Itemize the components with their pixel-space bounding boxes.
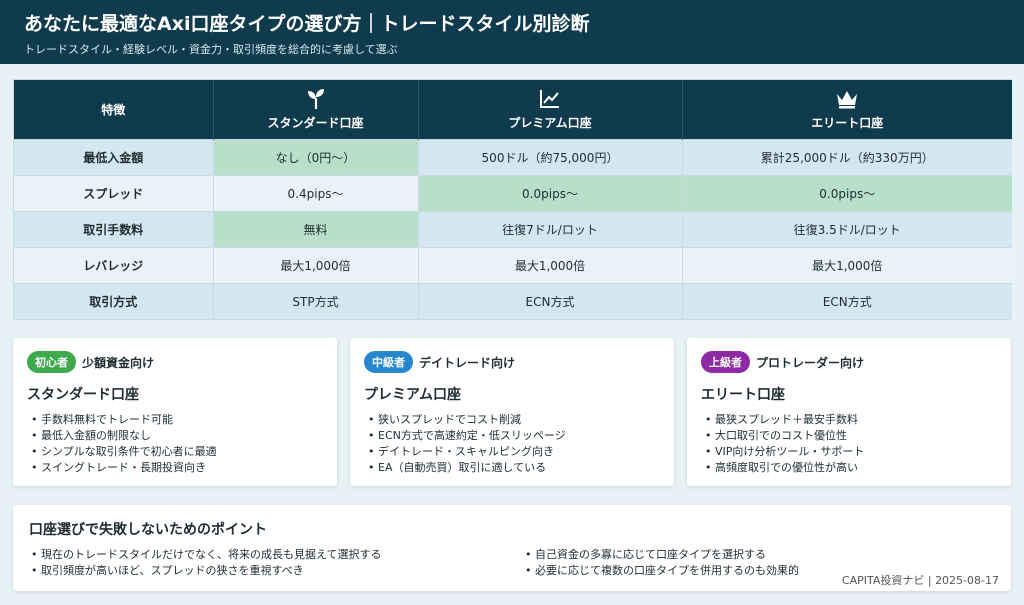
list-item: 高頻度取引での優位性が高い [705, 460, 997, 476]
cell-premium: 0.0pips〜 [418, 174, 683, 211]
list-item: 大口取引でのコスト優位性 [705, 428, 997, 444]
list-item: EA（自動売買）取引に適している [368, 460, 660, 476]
cell-premium: ECN方式 [418, 282, 683, 319]
cell-standard: 0.4pips〜 [213, 174, 419, 211]
cell-feature: レバレッジ [14, 246, 214, 283]
card-target: 少額資金向け [82, 355, 155, 370]
card-title: プレミアム口座 [364, 387, 462, 403]
cell-premium: 500ドル（約75,000円） [418, 138, 683, 175]
header-premium-label: プレミアム口座 [508, 115, 592, 130]
header-elite-label: エリート口座 [811, 115, 884, 130]
list-item: 現在のトレードスタイルだけでなく、将来の成長も見据えて選択する [31, 547, 381, 563]
card-elite: 上級者 プロトレーダー向け エリート口座 最狭スプレッド＋最安手数料 大口取引で… [687, 338, 1011, 486]
table-row: 取引方式 STP方式 ECN方式 ECN方式 [14, 282, 1012, 319]
cell-feature: 最低入金額 [14, 138, 214, 175]
card-standard: 初心者 少額資金向け スタンダード口座 手数料無料でトレード可能 最低入金額の制… [13, 338, 337, 486]
list-item: 自己資金の多寡に応じて口座タイプを選択する [525, 547, 799, 563]
header-elite: エリート口座 [682, 80, 1012, 139]
table-row: 取引手数料 無料 往復7ドル/ロット 往復3.5ドル/ロット [14, 210, 1012, 247]
page-title: あなたに最適なAxi口座タイプの選び方｜トレードスタイル別診断 [24, 13, 590, 35]
card-list: 手数料無料でトレード可能 最低入金額の制限なし シンプルな取引条件で初心者に最適… [27, 412, 323, 476]
cell-premium: 往復7ドル/ロット [418, 210, 683, 247]
header-standard: スタンダード口座 [213, 80, 419, 139]
list-item: 狭いスプレッドでコスト削減 [368, 412, 660, 428]
crown-icon [683, 88, 1013, 110]
tips-list-right: 自己資金の多寡に応じて口座タイプを選択する 必要に応じて複数の口座タイプを併用す… [525, 547, 799, 579]
table-row: レバレッジ 最大1,000倍 最大1,000倍 最大1,000倍 [14, 246, 1012, 283]
list-item: 最低入金額の制限なし [31, 428, 323, 444]
level-badge: 中級者 [364, 351, 413, 373]
card-premium: 中級者 デイトレード向け プレミアム口座 狭いスプレッドでコスト削減 ECN方式… [350, 338, 674, 486]
comparison-table: 特徴 スタンダード口座 プレミアム口座 [13, 79, 1012, 320]
list-item: VIP向け分析ツール・サポート [705, 444, 997, 460]
cell-feature: 取引手数料 [14, 210, 214, 247]
cell-elite: 往復3.5ドル/ロット [682, 210, 1012, 247]
chart-line-icon [419, 88, 682, 110]
page-subtitle: トレードスタイル・経験レベル・資金力・取引頻度を総合的に考慮して選ぶ [24, 43, 398, 56]
list-item: スイングトレード・長期投資向き [31, 460, 323, 476]
list-item: 取引頻度が高いほど、スプレッドの狭さを重視すべき [31, 563, 381, 579]
tips-list-left: 現在のトレードスタイルだけでなく、将来の成長も見据えて選択する 取引頻度が高いほ… [31, 547, 381, 579]
sprout-icon [214, 88, 418, 110]
card-title: スタンダード口座 [27, 387, 139, 403]
level-badge: 上級者 [701, 351, 750, 373]
card-title: エリート口座 [701, 387, 785, 403]
list-item: デイトレード・スキャルピング向き [368, 444, 660, 460]
header-premium: プレミアム口座 [418, 80, 683, 139]
cell-premium: 最大1,000倍 [418, 246, 683, 283]
table-header-row: 特徴 スタンダード口座 プレミアム口座 [14, 80, 1012, 139]
cell-elite: 最大1,000倍 [682, 246, 1012, 283]
cell-feature: 取引方式 [14, 282, 214, 319]
cell-elite: ECN方式 [682, 282, 1012, 319]
page-header: あなたに最適なAxi口座タイプの選び方｜トレードスタイル別診断 トレードスタイル… [0, 0, 1024, 64]
list-item: 手数料無料でトレード可能 [31, 412, 323, 428]
cell-feature: スプレッド [14, 174, 214, 211]
cell-standard: 無料 [213, 210, 419, 247]
list-item: ECN方式で高速約定・低スリッページ [368, 428, 660, 444]
card-list: 最狭スプレッド＋最安手数料 大口取引でのコスト優位性 VIP向け分析ツール・サポ… [701, 412, 997, 476]
table-row: 最低入金額 なし（0円〜） 500ドル（約75,000円） 累計25,000ドル… [14, 138, 1012, 175]
cell-elite: 0.0pips〜 [682, 174, 1012, 211]
cell-standard: STP方式 [213, 282, 419, 319]
card-target: プロトレーダー向け [756, 355, 865, 370]
cell-standard: 最大1,000倍 [213, 246, 419, 283]
level-badge: 初心者 [27, 351, 76, 373]
header-standard-label: スタンダード口座 [267, 115, 364, 130]
tips-title: 口座選びで失敗しないためのポイント [29, 522, 267, 538]
table-row: スプレッド 0.4pips〜 0.0pips〜 0.0pips〜 [14, 174, 1012, 211]
card-target: デイトレード向け [419, 355, 516, 370]
header-feature: 特徴 [14, 80, 214, 139]
cell-standard: なし（0円〜） [213, 138, 419, 175]
cell-elite: 累計25,000ドル（約330万円） [682, 138, 1012, 175]
list-item: 最狭スプレッド＋最安手数料 [705, 412, 997, 428]
footer-credit: CAPITA投資ナビ | 2025-08-17 [841, 574, 999, 587]
card-list: 狭いスプレッドでコスト削減 ECN方式で高速約定・低スリッページ デイトレード・… [364, 412, 660, 476]
tips-panel: 口座選びで失敗しないためのポイント 現在のトレードスタイルだけでなく、将来の成長… [13, 505, 1011, 591]
list-item: シンプルな取引条件で初心者に最適 [31, 444, 323, 460]
list-item: 必要に応じて複数の口座タイプを併用するのも効果的 [525, 563, 799, 579]
